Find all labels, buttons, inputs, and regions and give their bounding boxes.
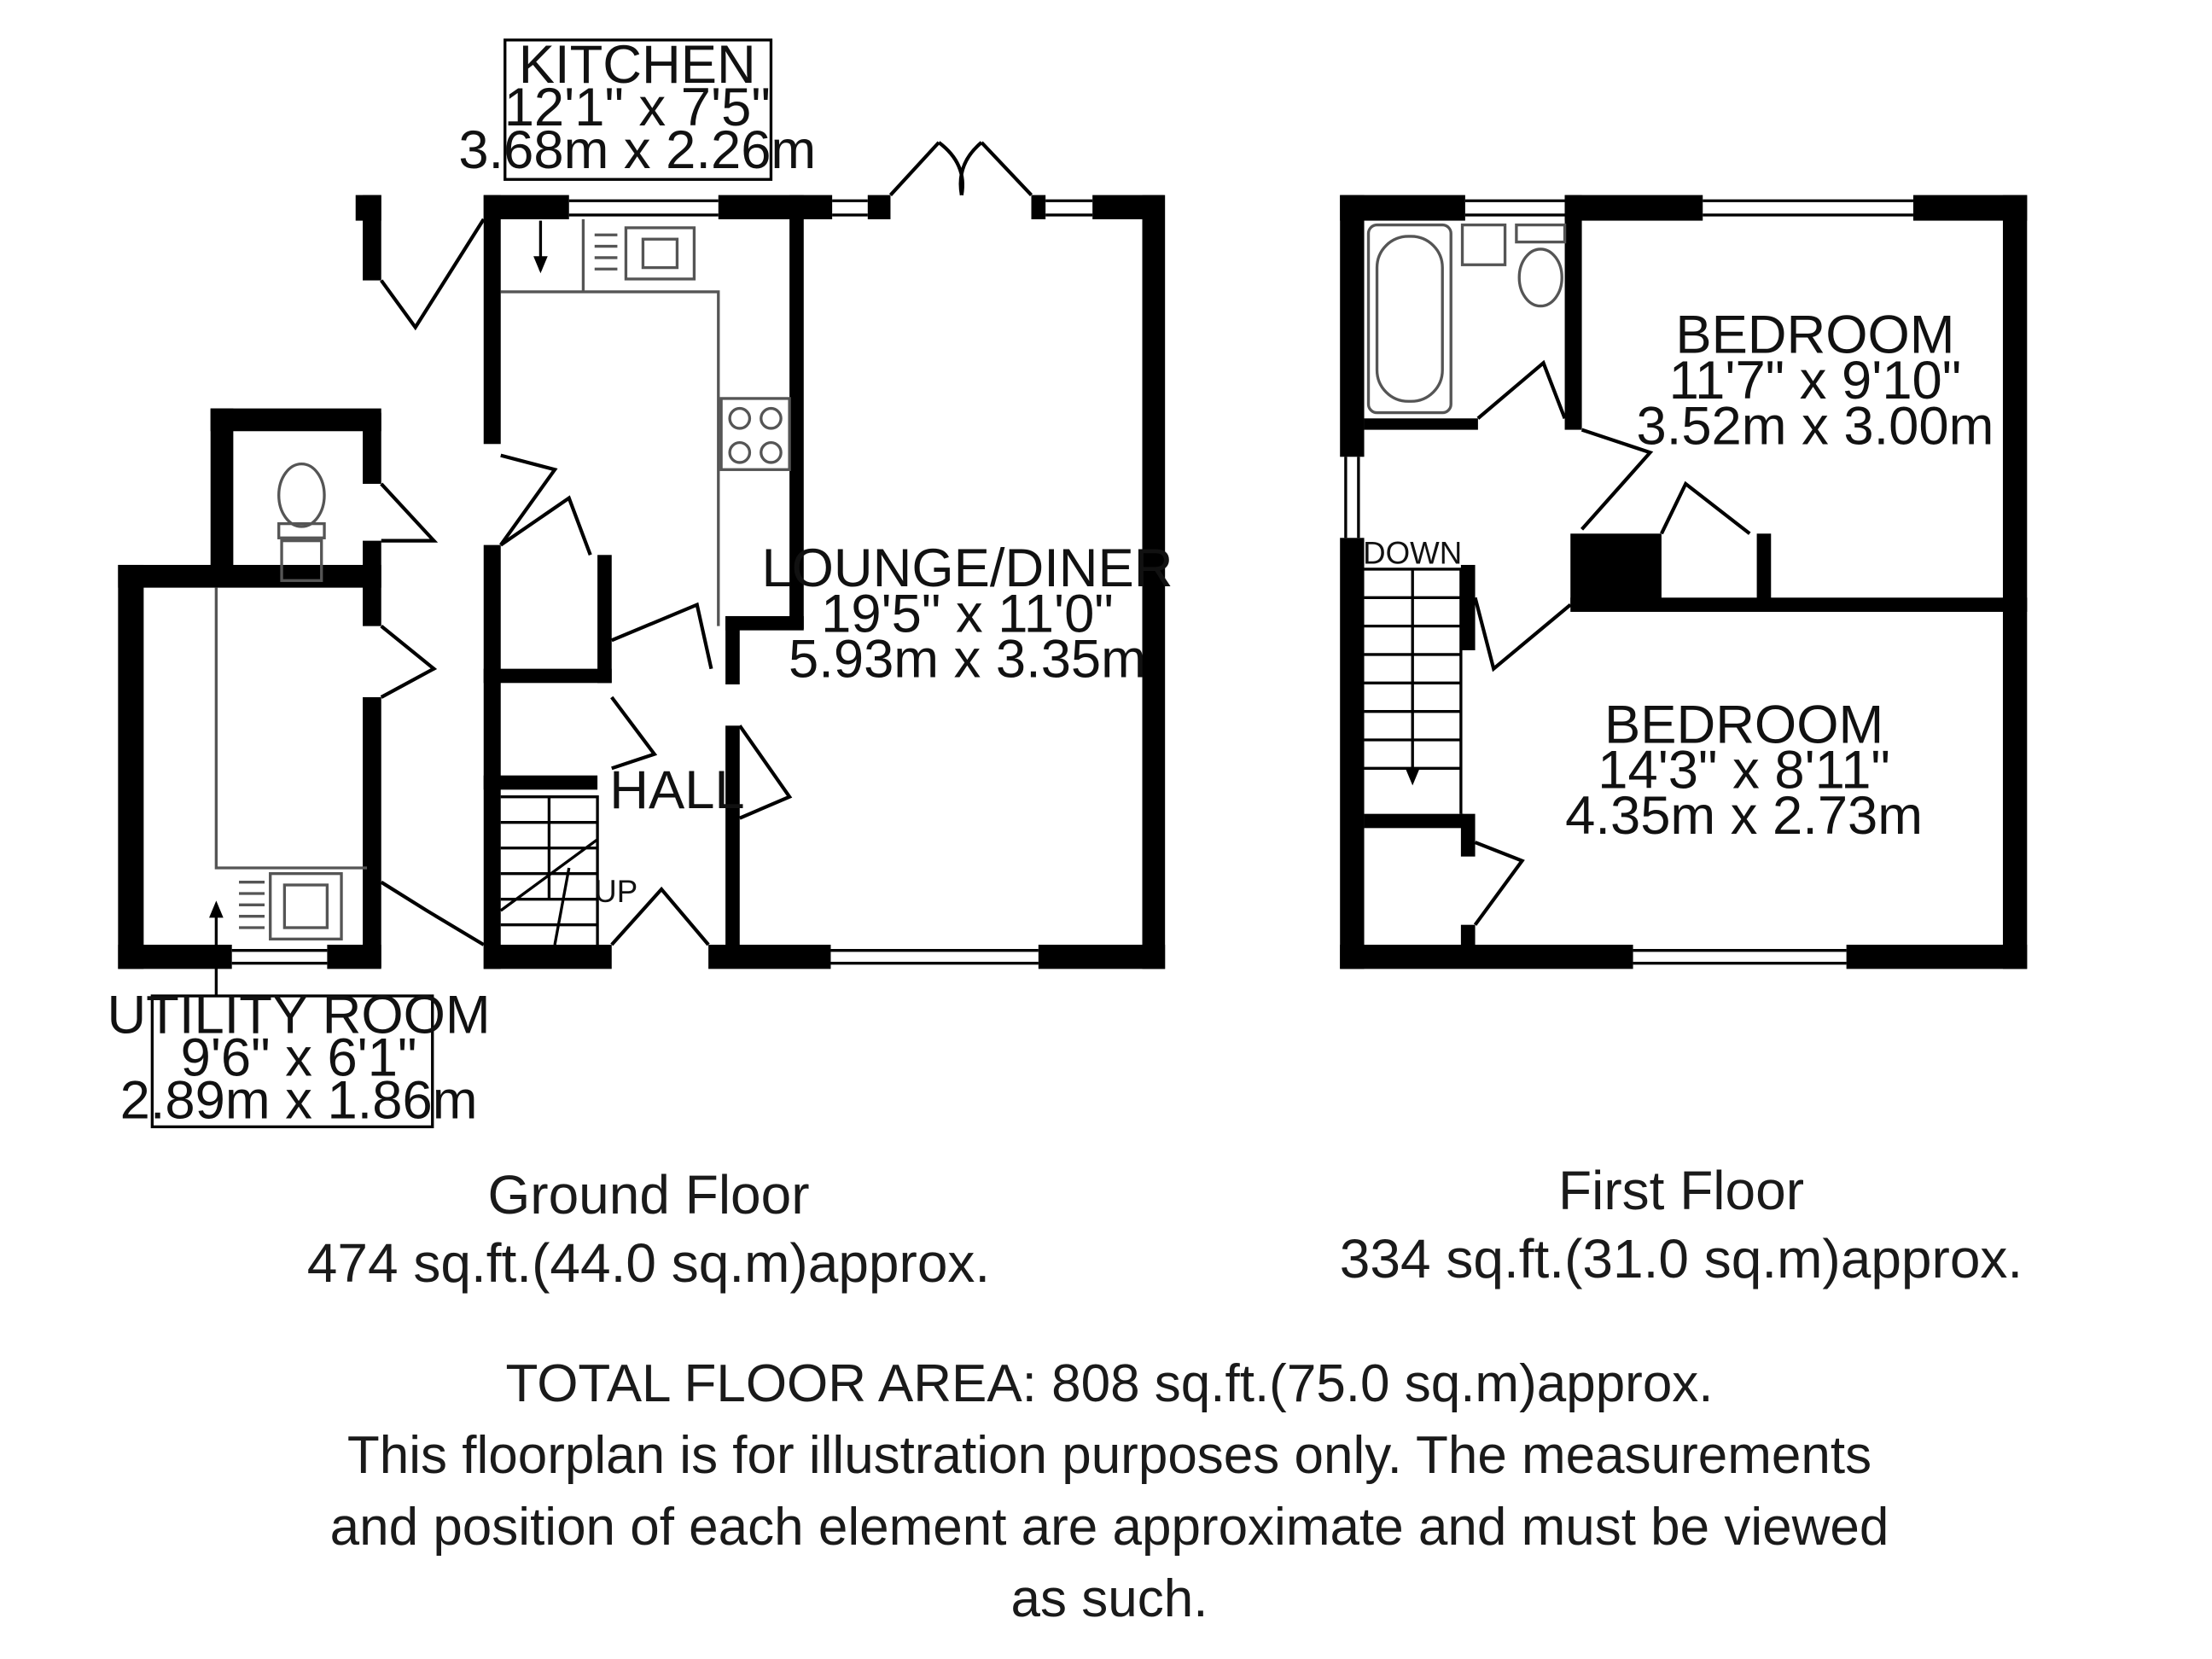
footer-notes: TOTAL FLOOR AREA: 808 sq.ft.(75.0 sq.m)a… — [171, 1348, 2048, 1635]
first-floor-area: 334 sq.ft.(31.0 sq.m)approx. — [1339, 1228, 2023, 1289]
utility-imperial: 9'6" x 6'1" — [181, 1027, 417, 1087]
lounge-imperial: 19'5" x 11'0" — [821, 584, 1114, 643]
bedroom1-name: BEDROOM — [1675, 306, 1954, 365]
ground-floor-doors — [380, 141, 1033, 946]
first-floor-title: First Floor 334 sq.ft.(31.0 sq.m)approx. — [1246, 1156, 2116, 1293]
ground-floor-name: Ground Floor — [487, 1164, 810, 1225]
disclaimer-line: and position of each element are approxi… — [329, 1498, 1889, 1557]
ground-floor-walls — [118, 195, 1166, 969]
ground-floor-area: 474 sq.ft.(44.0 sq.m)approx. — [306, 1232, 991, 1294]
first-floor-doors — [1473, 359, 1751, 926]
kitchen-fixtures — [500, 218, 791, 626]
total-floor-area: TOTAL FLOOR AREA: 808 sq.ft.(75.0 sq.m)a… — [505, 1354, 1714, 1413]
bedroom1-imperial: 11'7" x 9'10" — [1669, 351, 1962, 410]
bedroom2-imperial: 14'3" x 8'11" — [1598, 741, 1890, 800]
first-floor-windows — [1344, 199, 1913, 965]
lounge-name: LOUNGE/DINER — [761, 538, 1173, 598]
disclaimer-line: This floorplan is for illustration purpo… — [346, 1426, 1872, 1485]
first-floor-walls — [1340, 195, 2028, 969]
ground-floor-windows — [231, 199, 1093, 965]
bedroom2-metric: 4.35m x 2.73m — [1565, 786, 1923, 846]
stairs-down-label: DOWN — [1363, 535, 1462, 570]
kitchen-name: KITCHEN — [519, 35, 756, 95]
first-floor-stairs — [1364, 568, 1463, 814]
utility-fixtures — [214, 587, 368, 941]
first-floor-name: First Floor — [1558, 1160, 1804, 1221]
utility-metric: 2.89m x 1.86m — [120, 1070, 478, 1130]
ground-floor-plan: KITCHEN 12'1" x 7'5" 3.68m x 2.26m LOUNG… — [107, 35, 1173, 1130]
kitchen-imperial: 12'1" x 7'5" — [504, 78, 771, 137]
ground-floor-stairs — [499, 795, 599, 946]
wc-fixtures — [277, 462, 326, 582]
stairs-up-label: UP — [594, 874, 637, 909]
ground-floor-callouts — [150, 38, 773, 1129]
ground-floor-title: Ground Floor 474 sq.ft.(44.0 sq.m)approx… — [213, 1161, 1084, 1297]
hall-name: HALL — [609, 760, 744, 820]
utility-name: UTILITY ROOM — [107, 985, 490, 1045]
kitchen-metric: 3.68m x 2.26m — [458, 120, 816, 180]
disclaimer-line: as such. — [1010, 1569, 1208, 1628]
bedroom1-metric: 3.52m x 3.00m — [1637, 396, 1994, 456]
lounge-metric: 5.93m x 3.35m — [789, 630, 1146, 690]
first-floor-plan: BEDROOM 11'7" x 9'10" 3.52m x 3.00m BEDR… — [1340, 195, 2028, 969]
bathroom-fixtures — [1366, 223, 1567, 415]
bedroom2-name: BEDROOM — [1604, 695, 1883, 754]
